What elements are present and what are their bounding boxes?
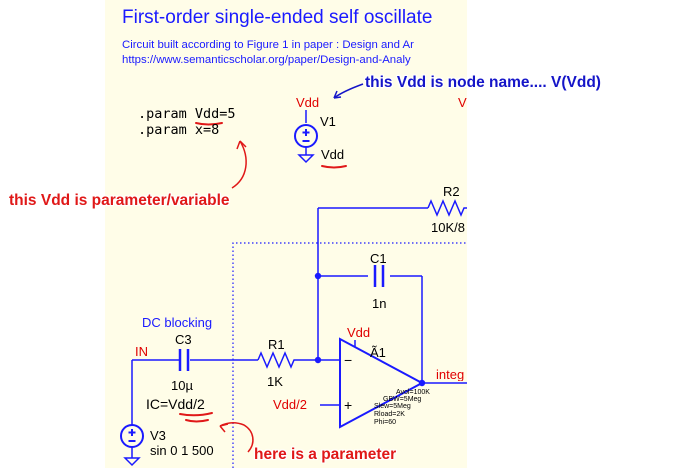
- page-title: First-order single-ended self oscillate: [122, 7, 433, 28]
- r1-name: R1: [268, 337, 285, 352]
- c3-capacitor: [178, 349, 190, 371]
- v1-value: Vdd: [321, 147, 345, 162]
- feedback-wires: [317, 207, 467, 384]
- opamp-minus-sign: −: [344, 352, 353, 368]
- input-wires: [131, 359, 340, 458]
- r2-value: 10K/8: [431, 220, 465, 235]
- v1-name: V1: [320, 114, 336, 129]
- c3-ic: IC=Vdd/2: [146, 396, 205, 412]
- r1-resistor: [257, 351, 296, 369]
- r1-value: 1K: [267, 374, 283, 389]
- annotation-node-name: this Vdd is node name.... V(Vdd): [365, 74, 601, 91]
- v1-source-symbol: [294, 110, 318, 164]
- c1-name: C1: [370, 251, 387, 266]
- v1-node-label: Vdd: [296, 95, 320, 110]
- opamp-param-avol: Avol=100K: [396, 389, 430, 396]
- opamp-supply-label: Vdd: [347, 325, 371, 340]
- dc-blocking-label: DC blocking: [142, 315, 213, 330]
- annotation-arrow-blue: [333, 83, 364, 99]
- canvas-background: [105, 0, 467, 468]
- opamp-param-rload: Rload=2K: [374, 411, 405, 418]
- annotation-parameter-variable: this Vdd is parameter/variable: [9, 192, 230, 209]
- opamp-plus-sign: +: [344, 397, 353, 413]
- output-net-label: integ: [436, 368, 465, 381]
- opamp-param-gbw: GBW=5Meg: [383, 396, 422, 403]
- v3-name: V3: [150, 428, 166, 443]
- annotation-arrow-red: [231, 140, 247, 189]
- red-underlines: [179, 122, 347, 423]
- subtitle-line-2: https://www.semanticscholar.org/paper/De…: [122, 54, 411, 66]
- opamp-param-slew: Slew=5Meg: [374, 403, 411, 410]
- subtitle-line-1: Circuit built according to Figure 1 in p…: [122, 39, 414, 51]
- dotted-frame: [232, 242, 467, 468]
- v3-value: sin 0 1 500: [150, 443, 214, 458]
- c1-capacitor: [373, 265, 385, 287]
- in-net-label: IN: [135, 344, 148, 359]
- opamp-name: Ã1: [370, 345, 386, 360]
- r2-resistor: [427, 199, 467, 217]
- opamp-param-phi: Phi=60: [374, 419, 396, 426]
- cut-off-red-label: V: [458, 95, 467, 110]
- junction-dot: [314, 272, 322, 280]
- opamp-symbol: [339, 337, 425, 429]
- annotation-arrow-red: [219, 422, 254, 453]
- c3-name: C3: [175, 332, 192, 347]
- c1-value: 1n: [372, 296, 387, 311]
- opamp-plus-input-label: Vdd/2: [273, 397, 307, 412]
- c3-value: 10µ: [171, 378, 193, 393]
- r2-name: R2: [443, 184, 460, 199]
- param-line-2: .param x=8: [138, 122, 220, 138]
- param-line-1: .param Vdd=5: [138, 106, 236, 122]
- annotation-here-parameter: here is a parameter: [254, 446, 397, 463]
- v3-source-symbol: [120, 424, 144, 467]
